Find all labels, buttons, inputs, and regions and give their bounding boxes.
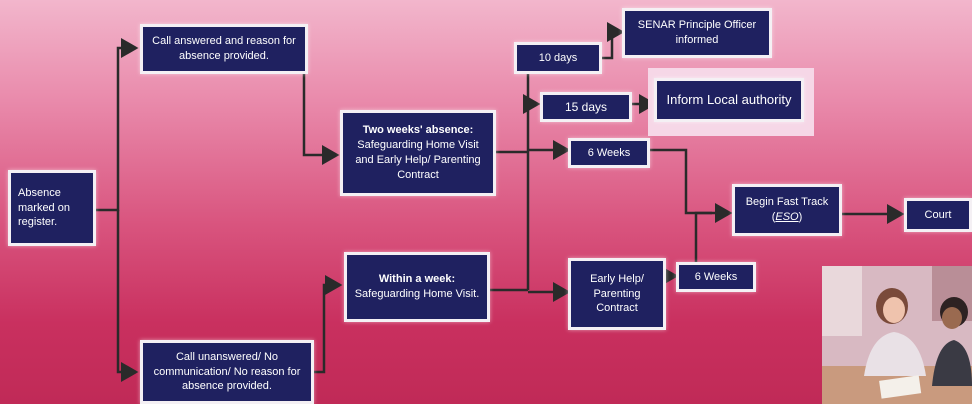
within-week-body: Safeguarding Home Visit.	[354, 288, 480, 300]
early-help-box: Early Help/ Parenting Contract	[568, 258, 666, 330]
within-week-title: Within a week:	[378, 273, 456, 286]
six-weeks-top-box: 6 Weeks	[568, 138, 650, 168]
senar-label: SENAR Principle Officer informed	[637, 19, 757, 46]
ten-days-box: 10 days	[514, 42, 602, 74]
connector-6weeks-bottom-up	[694, 203, 733, 262]
connector-unanswered-week	[312, 275, 343, 374]
fifteen-days-box: 15 days	[540, 92, 632, 122]
connector-to-senar	[600, 22, 625, 60]
six-weeks-bottom-label: 6 Weeks	[694, 270, 738, 283]
connector-6weeks-top-out	[648, 148, 712, 215]
classroom-photo-illustration	[822, 266, 972, 404]
senar-box: SENAR Principle Officer informed	[622, 8, 772, 58]
connector-absence-unanswered	[116, 210, 139, 382]
fast-track-box: Begin Fast Track (ESO)	[732, 184, 842, 236]
fast-track-label: Begin Fast Track (ESO)	[745, 196, 829, 223]
court-box: Court	[904, 198, 972, 232]
connector-absence-answered	[96, 38, 139, 212]
eso-link: ESO	[775, 211, 799, 223]
six-weeks-bottom-box: 6 Weeks	[676, 262, 756, 292]
classroom-photo	[822, 266, 972, 404]
fifteen-days-label: 15 days	[564, 99, 608, 114]
court-label: Court	[924, 208, 952, 221]
inform-la-label: Inform Local authority	[666, 92, 792, 108]
early-help-label: Early Help/ Parenting Contract	[590, 272, 644, 315]
two-weeks-box: Two weeks' absence: Safeguarding Home Vi…	[340, 110, 496, 196]
inform-la-box: Inform Local authority	[654, 78, 804, 122]
ten-days-label: 10 days	[538, 51, 578, 64]
call-unanswered-label: Call unanswered/ No communication/ No re…	[153, 350, 301, 393]
two-weeks-body: Safeguarding Home Visit and Early Help/ …	[355, 139, 481, 181]
connector-answered-twoweeks	[302, 70, 340, 165]
absence-label: Absence marked on register.	[18, 186, 70, 229]
call-unanswered-box: Call unanswered/ No communication/ No re…	[140, 340, 314, 404]
call-answered-box: Call answered and reason for absence pro…	[140, 24, 308, 74]
two-weeks-title: Two weeks' absence:	[362, 124, 474, 137]
absence-box: Absence marked on register.	[8, 170, 96, 246]
within-week-box: Within a week: Safeguarding Home Visit.	[344, 252, 490, 322]
call-answered-label: Call answered and reason for absence pro…	[152, 35, 296, 62]
six-weeks-top-label: 6 Weeks	[587, 146, 631, 159]
